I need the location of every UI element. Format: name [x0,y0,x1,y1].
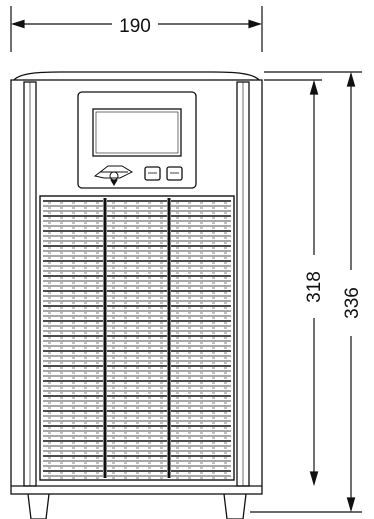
lcd-display [92,108,182,157]
total-height-dimension [250,71,362,513]
panel-button-right [166,166,183,181]
right-foot [223,493,247,519]
width-arrow-right [248,19,262,29]
grille-divider [167,198,171,478]
width-dimension-label: 190 [119,16,151,37]
inner-height-label: 318 [304,271,325,303]
inner-height-arrow-bottom [309,471,319,487]
ventilation-grille [39,195,235,481]
width-dimension [10,6,263,52]
panel-button-left [144,166,161,181]
total-height-label: 336 [342,287,363,319]
lcd-display-inner [95,111,179,154]
total-height-arrow-top [346,71,356,87]
width-arrow-left [11,19,25,29]
cabinet-outline [10,79,263,495]
grille-divider [103,198,107,478]
cabinet-top-cap [13,71,260,81]
inner-height-arrow-top [309,79,319,95]
cabinet-feet [27,493,247,519]
control-panel-frame [77,91,197,189]
inner-height-dimension [264,79,322,487]
total-height-arrow-bottom [346,497,356,513]
brand-logo-icon [93,165,134,186]
left-foot [27,493,50,519]
grille-frame [39,195,235,481]
grille-slats [43,198,231,479]
cabinet-body [10,71,263,495]
control-panel [77,91,197,189]
